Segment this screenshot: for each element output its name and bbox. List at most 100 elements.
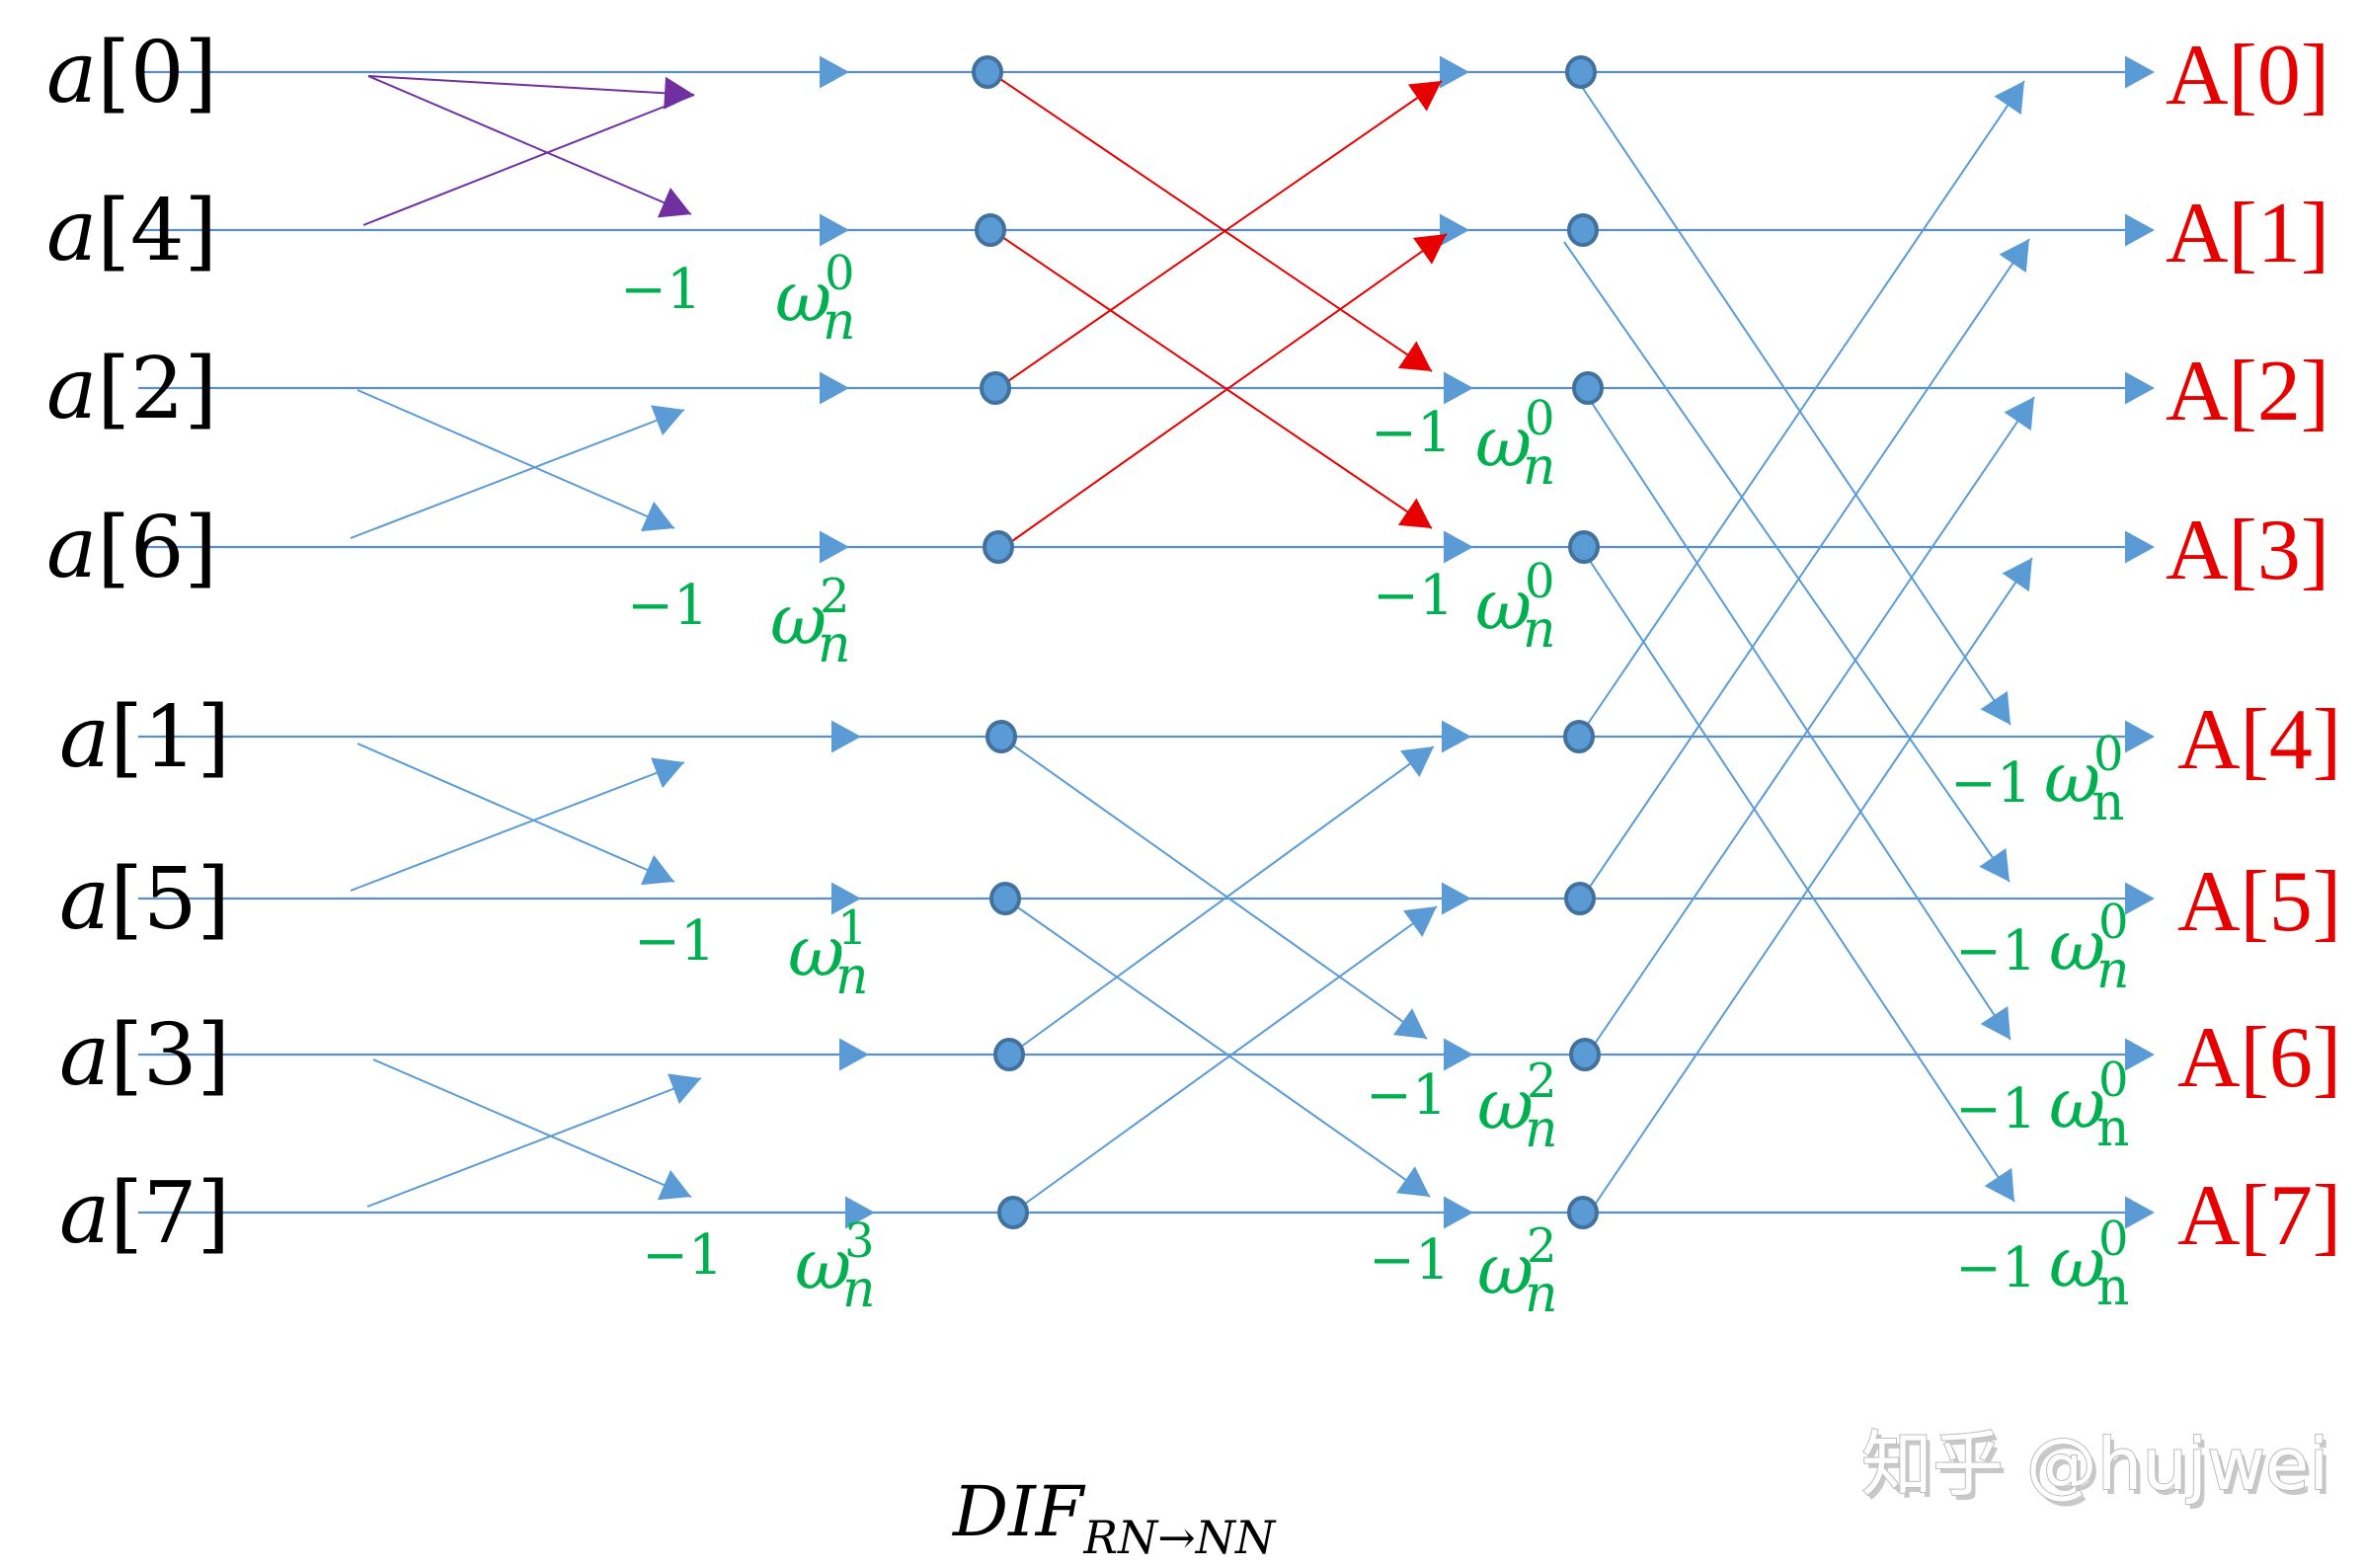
edge-arrowhead-icon <box>1407 81 1442 112</box>
input-var: a <box>59 850 110 949</box>
omega-label: ω <box>2049 1063 2105 1144</box>
butterfly-edge-stage1 <box>350 405 685 539</box>
input-var: a <box>46 24 97 122</box>
edge-arrowhead-icon <box>1400 746 1434 777</box>
watermark-shadow: 知乎 @hujwei <box>1865 1428 2332 1511</box>
edge-arrowhead-icon <box>1397 341 1432 371</box>
omega-subscript: n <box>823 292 856 352</box>
edge-arrowhead-icon <box>1403 906 1437 937</box>
minus-one-label: −1 <box>1373 564 1455 628</box>
omega-exponent: 0 <box>825 246 855 301</box>
stage-arrow-icon <box>820 371 849 405</box>
butterfly-edge-stage3 <box>1585 80 2025 728</box>
butterfly-edge-stage3 <box>1563 241 2010 883</box>
edge-line <box>1587 557 2015 1203</box>
output-label-4: A[4] <box>2177 692 2341 788</box>
edge-line <box>356 389 675 529</box>
omega-subscript: n <box>835 947 869 1006</box>
output-label-2: A[2] <box>2166 344 2329 439</box>
minus-one-label: −1 <box>1371 401 1453 465</box>
edge-line <box>1016 745 1435 1051</box>
stage-arrow-icon <box>2125 530 2155 564</box>
edge-arrowhead-icon <box>640 501 674 532</box>
stage-arrow-icon <box>2125 1196 2155 1229</box>
edge-line <box>998 234 1433 529</box>
wire-row-7 <box>138 1196 2155 1229</box>
watermark: 知乎 @hujwei 知乎 @hujwei <box>1860 1422 2332 1511</box>
edge-arrowhead-icon <box>1980 690 2010 725</box>
output-label-5: A[5] <box>2177 854 2341 950</box>
butterfly-edge-stage1 <box>356 389 675 532</box>
node-stage1-row2 <box>980 371 1011 405</box>
minus-one-label: −1 <box>634 909 716 974</box>
edge-line <box>1589 399 2011 1041</box>
butterfly-edges <box>350 75 2035 1208</box>
edge-arrowhead-icon <box>1397 498 1432 528</box>
edge-arrowhead-icon <box>1392 1008 1427 1039</box>
input-index: [7] <box>110 1164 230 1263</box>
edge-line <box>1563 241 2010 883</box>
edge-line <box>350 761 685 892</box>
node-stage1-row7 <box>997 1196 1029 1229</box>
omega-label: ω <box>1475 402 1532 483</box>
wire-row-5 <box>138 882 2155 915</box>
input-labels: a[0]a[4]a[2]a[6]a[1]a[5]a[3]a[7] <box>46 24 230 1263</box>
node-stage2-row6 <box>1569 1038 1601 1071</box>
butterfly-edge-stage3 <box>1594 396 2035 1045</box>
omega-subscript: n <box>2096 1099 2130 1158</box>
caption-text: DIFRN→NN <box>951 1471 1277 1564</box>
edge-line <box>366 1077 702 1208</box>
edge-line <box>367 75 692 215</box>
node-stage1-row3 <box>983 530 1014 564</box>
input-label-4: a[4] <box>46 182 217 280</box>
edge-line <box>1011 902 1431 1198</box>
wire-row-1 <box>138 213 2155 247</box>
stage-arrow-icon <box>1442 882 1471 915</box>
stage-arrow-icon <box>2125 1038 2155 1071</box>
edge-line <box>350 409 685 539</box>
omega-subscript: n <box>1523 437 1556 497</box>
stage-arrow-icon <box>1440 55 1469 89</box>
butterfly-edge-stage3 <box>1589 238 2030 888</box>
wire-row-0 <box>138 55 2155 89</box>
butterfly-edge-stage1 <box>366 1073 702 1208</box>
caption-subscript: RN→NN <box>1082 1511 1277 1564</box>
edge-line <box>1004 80 1443 384</box>
stage-arrow-icon <box>845 1196 875 1229</box>
stage-arrow-icon <box>820 213 849 247</box>
edge-arrowhead-icon <box>1979 847 2010 882</box>
node-stage1-row1 <box>975 213 1006 247</box>
butterfly-edge-stage3 <box>1589 399 2011 1041</box>
butterfly-edge-stage2 <box>1011 233 1448 542</box>
edge-arrowhead-icon <box>640 854 674 886</box>
omega-exponent: 0 <box>2098 895 2129 950</box>
node-stage2-row5 <box>1564 882 1596 915</box>
stage-arrow-icon <box>820 55 849 89</box>
omega-subscript: n <box>1523 600 1556 660</box>
omega-label: ω <box>770 580 827 661</box>
edge-line <box>1579 83 2011 726</box>
edge-line <box>367 75 695 96</box>
input-index: [6] <box>97 499 217 597</box>
minus-one-label: −1 <box>642 1223 724 1288</box>
edge-arrowhead-icon <box>1412 234 1447 265</box>
input-var: a <box>46 340 97 438</box>
stage-arrow-icon <box>831 720 861 753</box>
output-label-0: A[0] <box>2166 28 2329 123</box>
input-label-1: a[1] <box>59 688 230 787</box>
edge-line <box>1594 557 2033 1206</box>
stage-arrow-icon <box>2125 371 2155 405</box>
stage-arrow-icon <box>831 882 861 915</box>
omega-subscript: n <box>2096 1258 2130 1317</box>
edge-arrowhead-icon <box>657 188 691 218</box>
watermark-text: 知乎 @hujwei <box>1861 1423 2328 1506</box>
omega-subscript: n <box>842 1260 876 1319</box>
butterfly-edge-stage2 <box>1016 745 1435 1051</box>
edge-line <box>1011 233 1448 542</box>
